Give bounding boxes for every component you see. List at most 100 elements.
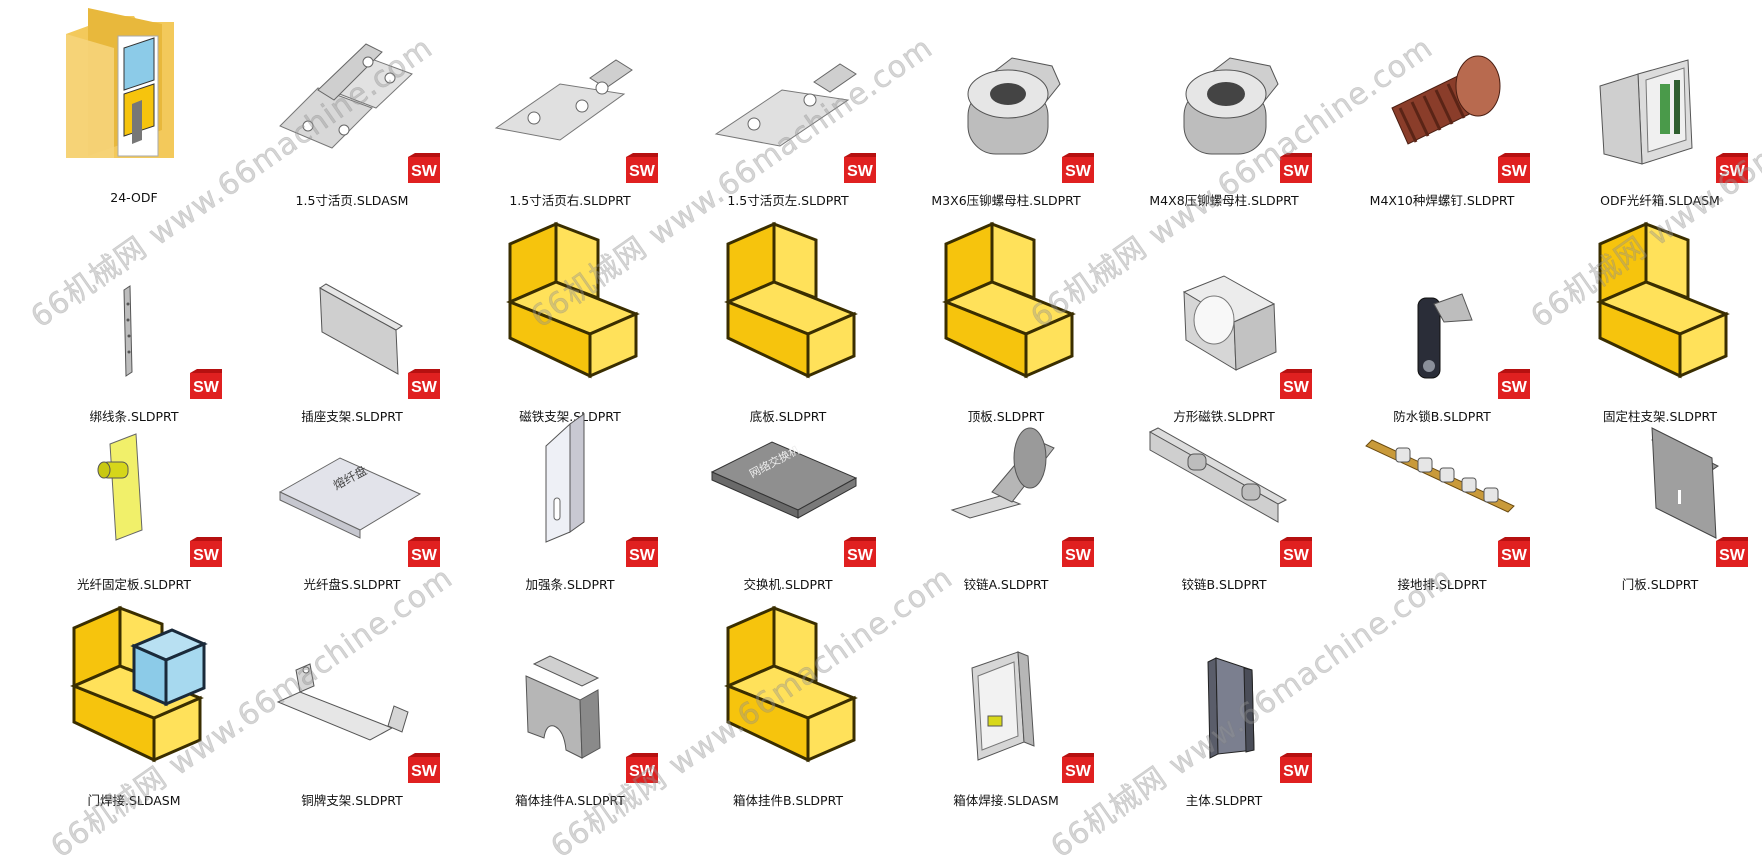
file-name: 底板.SLDPRT: [749, 409, 827, 424]
file-item-sldprt[interactable]: 磁铁支架.SLDPRT: [450, 216, 666, 424]
solidworks-icon: SW: [1279, 753, 1313, 785]
file-name: 主体.SLDPRT: [1185, 793, 1263, 808]
file-item-sldprt[interactable]: SW 加强条.SLDPRT: [450, 384, 666, 592]
file-item-sldprt[interactable]: SW 1.5寸活页右.SLDPRT: [450, 0, 666, 208]
file-name: M3X6压铆螺母柱.SLDPRT: [931, 193, 1081, 208]
svg-text:SW: SW: [411, 379, 438, 396]
file-item-sldprt[interactable]: SW M4X10种焊螺钉.SLDPRT: [1322, 0, 1538, 208]
hinge-left-thumbnail: [708, 8, 860, 160]
file-item-sldprt[interactable]: SW 接地排.SLDPRT: [1322, 384, 1538, 592]
file-item-sldprt[interactable]: SW 主体.SLDPRT: [1104, 600, 1320, 808]
svg-text:SW: SW: [1283, 379, 1310, 396]
file-item-sldprt[interactable]: SW 门板.SLDPRT: [1540, 384, 1756, 592]
solidworks-icon: SW: [1279, 369, 1313, 401]
file-name: 1.5寸活页右.SLDPRT: [509, 193, 631, 208]
file-item-folder[interactable]: 24-ODF: [14, 0, 230, 205]
file-name: 门板.SLDPRT: [1621, 577, 1699, 592]
folder-icon: [54, 8, 206, 160]
svg-text:SW: SW: [1719, 163, 1746, 180]
file-item-sldasm[interactable]: SW ODF光纤箱.SLDASM: [1540, 0, 1756, 208]
file-thumbnail-grid: 24-ODF SW 1.5寸活页.SLDASM: [14, 0, 1762, 866]
file-item-sldprt[interactable]: SW 光纤固定板.SLDPRT: [14, 384, 230, 592]
hanger-a-thumbnail: [490, 608, 642, 760]
fiber-plate-thumbnail: [54, 392, 206, 544]
file-item-sldprt[interactable]: 底板.SLDPRT: [668, 216, 884, 424]
file-item-sldprt[interactable]: SW 铜牌支架.SLDPRT: [232, 600, 448, 808]
nut-thumbnail: [1144, 8, 1296, 160]
svg-text:SW: SW: [847, 163, 874, 180]
generic-part-icon: [1580, 221, 1732, 379]
svg-text:SW: SW: [411, 547, 438, 564]
svg-text:SW: SW: [629, 163, 656, 180]
file-item-sldasm[interactable]: SW 箱体焊接.SLDASM: [886, 600, 1102, 808]
switch-thumbnail: 网络交换机: [708, 392, 860, 544]
file-item-sldprt[interactable]: SW M4X8压铆螺母柱.SLDPRT: [1104, 0, 1320, 208]
svg-text:SW: SW: [411, 163, 438, 180]
cabinet-open-thumbnail: [926, 608, 1078, 761]
file-item-sldprt[interactable]: SW 铰链A.SLDPRT: [886, 384, 1102, 592]
file-item-sldprt[interactable]: SW 箱体挂件A.SLDPRT: [450, 600, 666, 808]
solidworks-icon: SW: [1715, 153, 1749, 185]
solidworks-icon: SW: [1497, 537, 1531, 569]
magnet-thumbnail: [1144, 224, 1296, 376]
file-item-sldprt[interactable]: 熔纤盘 SW 光纤盘S.SLDPRT: [232, 384, 448, 592]
generic-part-icon: [490, 221, 642, 379]
solidworks-icon: SW: [1279, 537, 1313, 569]
file-item-sldprt[interactable]: SW 1.5寸活页左.SLDPRT: [668, 0, 884, 208]
file-name: 箱体挂件A.SLDPRT: [515, 793, 625, 808]
generic-part-icon: [708, 605, 860, 763]
hinge-right-thumbnail: [490, 8, 642, 160]
solidworks-icon: SW: [407, 153, 441, 185]
file-name: 绑线条.SLDPRT: [89, 409, 179, 424]
svg-text:SW: SW: [1719, 547, 1746, 564]
svg-text:SW: SW: [1283, 763, 1310, 780]
file-item-sldprt[interactable]: 固定柱支架.SLDPRT: [1540, 216, 1756, 424]
solidworks-icon: SW: [625, 153, 659, 185]
solidworks-icon: SW: [1061, 753, 1095, 785]
file-item-sldprt[interactable]: SW 铰链B.SLDPRT: [1104, 384, 1320, 592]
bolt-thumbnail: [1362, 8, 1514, 160]
svg-text:SW: SW: [1283, 547, 1310, 564]
file-name: 插座支架.SLDPRT: [301, 409, 403, 424]
file-name: 防水锁B.SLDPRT: [1393, 409, 1491, 424]
file-item-sldprt[interactable]: SW 绑线条.SLDPRT: [14, 216, 230, 424]
file-item-sldprt[interactable]: 网络交换机 SW 交换机.SLDPRT: [668, 384, 884, 592]
solidworks-icon: SW: [407, 537, 441, 569]
solidworks-icon: SW: [1061, 153, 1095, 185]
svg-text:SW: SW: [629, 763, 656, 780]
file-name: M4X8压铆螺母柱.SLDPRT: [1149, 193, 1299, 208]
door-thumbnail: [1580, 392, 1732, 544]
ground-bar-thumbnail: [1362, 392, 1515, 544]
file-name: 24-ODF: [110, 190, 158, 205]
file-item-sldprt[interactable]: SW 方形磁铁.SLDPRT: [1104, 216, 1320, 424]
file-item-sldprt[interactable]: SW 插座支架.SLDPRT: [232, 216, 448, 424]
copper-bracket-thumbnail: [272, 608, 424, 760]
file-name: 方形磁铁.SLDPRT: [1173, 409, 1275, 424]
file-name: 1.5寸活页.SLDASM: [295, 193, 409, 208]
file-item-sldprt[interactable]: 箱体挂件B.SLDPRT: [668, 600, 884, 808]
main-body-thumbnail: [1144, 608, 1296, 760]
svg-text:SW: SW: [1065, 547, 1092, 564]
strip-thumbnail: [54, 224, 206, 377]
nut-thumbnail: [926, 8, 1078, 160]
file-item-sldprt[interactable]: SW 防水锁B.SLDPRT: [1322, 216, 1538, 424]
svg-text:SW: SW: [847, 547, 874, 564]
solidworks-icon: SW: [189, 369, 223, 401]
svg-text:SW: SW: [193, 547, 220, 564]
file-name: 箱体焊接.SLDASM: [953, 793, 1059, 808]
file-item-sldasm[interactable]: 门焊接.SLDASM: [14, 600, 230, 808]
file-name: 顶板.SLDPRT: [967, 409, 1045, 424]
solidworks-icon: SW: [843, 537, 877, 569]
file-item-sldprt[interactable]: SW M3X6压铆螺母柱.SLDPRT: [886, 0, 1102, 208]
file-name: M4X10种焊螺钉.SLDPRT: [1369, 193, 1515, 208]
svg-text:SW: SW: [411, 763, 438, 780]
svg-text:SW: SW: [1065, 163, 1092, 180]
file-item-sldasm[interactable]: SW 1.5寸活页.SLDASM: [232, 0, 448, 208]
file-name: 磁铁支架.SLDPRT: [519, 409, 621, 424]
generic-part-icon: [926, 221, 1078, 379]
file-item-sldprt[interactable]: 顶板.SLDPRT: [886, 216, 1102, 424]
generic-assembly-icon: [54, 605, 208, 763]
solidworks-icon: SW: [625, 537, 659, 569]
reinforce-thumbnail: [490, 392, 642, 544]
file-name: ODF光纤箱.SLDASM: [1600, 193, 1720, 208]
